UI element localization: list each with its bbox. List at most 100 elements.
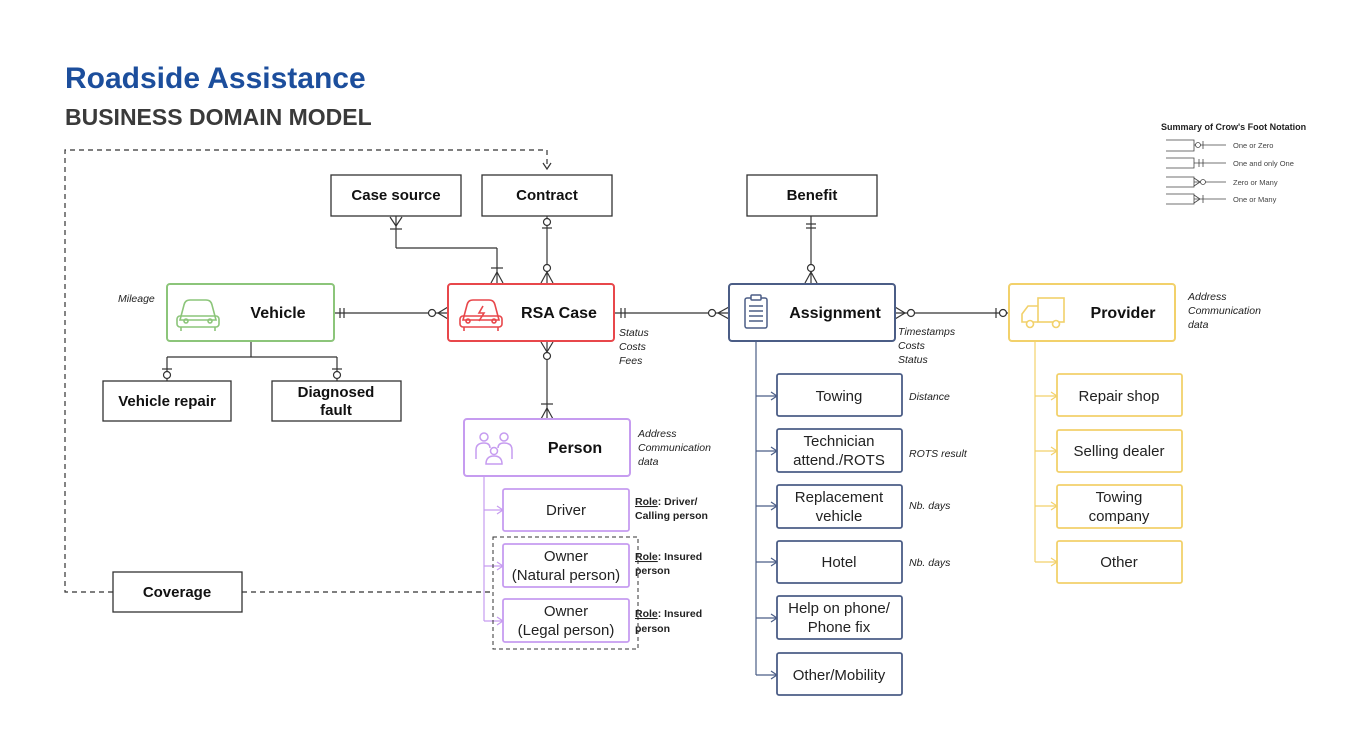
subtype-technician[interactable]: Technician attend./ROTS [776,428,903,473]
role-owner-natural-line2: person [635,565,670,577]
case-source-label: Case source [351,187,440,204]
rsa-attr-1: Status [619,327,650,339]
entity-assignment[interactable]: Assignment [728,283,896,342]
provider-attr-1: Address [1187,291,1227,303]
entity-rsa-case[interactable]: RSA Case [447,283,615,342]
relationship-lines [64,149,1009,593]
entity-coverage[interactable]: Coverage [112,571,243,613]
entity-vehicle-repair[interactable]: Vehicle repair [102,380,232,422]
technician-attr: ROTS result [909,448,968,460]
provider-attr-2: Communication [1188,305,1261,317]
assignment-attr-1: Timestamps [898,326,956,338]
entity-contract[interactable]: Contract [481,174,613,217]
replacement-attr: Nb. days [909,500,951,512]
technician-label-1: Technician [804,433,875,450]
subtype-help-on-phone[interactable]: Help on phone/ Phone fix [776,595,903,640]
people-icon [475,432,513,465]
role-driver-text: : Driver/ [658,496,698,508]
subtype-driver[interactable]: Driver [502,488,630,532]
benefit-label: Benefit [787,187,838,204]
vehicle-repair-label: Vehicle repair [118,393,216,410]
coverage-label: Coverage [143,584,211,601]
repair-shop-label: Repair shop [1079,388,1160,405]
assignment-attr-3: Status [898,354,929,366]
vehicle-label: Vehicle [250,305,305,322]
role-driver-line2: Calling person [635,510,708,522]
rsa-attr-2: Costs [619,341,647,353]
owner-legal-label-2: (Legal person) [518,622,615,639]
diagnosed-fault-label-1: Diagnosed [298,384,375,401]
subtype-owner-natural[interactable]: Owner (Natural person) [502,543,630,588]
help-on-phone-label-1: Help on phone/ [788,600,891,617]
subtype-repair-shop[interactable]: Repair shop [1056,373,1183,417]
role-driver-label: Role [635,496,658,508]
role-owner-natural-line1: Role: Insured [635,551,702,563]
clipboard-icon [744,294,768,329]
hotel-label: Hotel [821,554,856,571]
rsa-case-label: RSA Case [521,305,597,322]
subtype-owner-legal[interactable]: Owner (Legal person) [502,598,630,643]
subtype-towing[interactable]: Towing [776,373,903,417]
legend-item-one-or-many: One or Many [1233,195,1277,204]
rsa-attr-3: Fees [619,355,643,367]
subtype-towing-company[interactable]: Towing company [1056,484,1183,529]
provider-label: Provider [1091,305,1156,322]
technician-label-2: attend./ROTS [793,452,885,469]
mileage-note: Mileage [118,293,155,305]
entity-vehicle[interactable]: Vehicle [166,283,335,342]
legend-item-one-and-only-one: One and only One [1233,159,1294,168]
provider-attr-3: data [1188,319,1209,331]
attribute-annotations: Mileage Status Costs Fees Timestamps Cos… [118,291,1261,569]
entity-provider[interactable]: Provider [1008,283,1176,342]
role-driver-line1: Role: Driver/ [635,496,698,508]
legend-item-zero-or-many: Zero or Many [1233,178,1278,187]
provider-other-label: Other [1100,554,1138,571]
entity-person[interactable]: Person [463,418,631,477]
page-subtitle: BUSINESS DOMAIN MODEL [65,104,372,130]
replacement-label-2: vehicle [816,508,863,525]
owner-natural-label-2: (Natural person) [512,567,620,584]
role-owner-legal-text: : Insured [658,608,702,620]
assignment-label: Assignment [789,305,881,322]
subtype-provider-other[interactable]: Other [1056,540,1183,584]
entity-diagnosed-fault[interactable]: Diagnosed fault [271,380,402,422]
towing-attr: Distance [909,391,950,403]
subtype-other-mobility[interactable]: Other/Mobility [776,652,903,696]
entity-benefit[interactable]: Benefit [746,174,878,217]
legend-item-one-or-zero: One or Zero [1233,141,1273,150]
role-owner-legal-line2: person [635,623,670,635]
other-mobility-label: Other/Mobility [793,667,886,684]
subtype-selling-dealer[interactable]: Selling dealer [1056,429,1183,473]
contract-label: Contract [516,187,578,204]
help-on-phone-label-2: Phone fix [808,619,871,636]
car-icon [176,299,220,331]
owner-legal-label-1: Owner [544,603,588,620]
person-attr-3: data [638,456,659,468]
crows-foot-legend: Summary of Crow's Foot Notation [1161,122,1306,205]
diagnosed-fault-label-2: fault [320,402,352,419]
owner-group-frame [492,536,639,650]
driver-label: Driver [546,502,586,519]
truck-icon [1021,297,1065,329]
hotel-attr: Nb. days [909,557,951,569]
towing-company-label-2: company [1089,508,1150,525]
owner-natural-label-1: Owner [544,548,588,565]
person-label: Person [548,440,602,457]
selling-dealer-label: Selling dealer [1074,443,1165,460]
role-annotations: Role: Driver/ Calling person Role: Insur… [635,496,708,635]
role-owner-legal-label: Role [635,608,658,620]
breakdown-car-icon [459,299,503,331]
role-owner-natural-text: : Insured [658,551,702,563]
page-title: Roadside Assistance [65,62,366,95]
legend-title: Summary of Crow's Foot Notation [1161,122,1306,132]
replacement-label-1: Replacement [795,489,884,506]
person-attr-2: Communication [638,442,711,454]
subtype-replacement-vehicle[interactable]: Replacement vehicle [776,484,903,529]
subtype-hotel[interactable]: Hotel [776,540,903,584]
person-attr-1: Address [637,428,677,440]
role-owner-legal-line1: Role: Insured [635,608,702,620]
towing-label: Towing [816,388,863,405]
role-owner-natural-label: Role [635,551,658,563]
entity-case-source[interactable]: Case source [330,174,462,217]
